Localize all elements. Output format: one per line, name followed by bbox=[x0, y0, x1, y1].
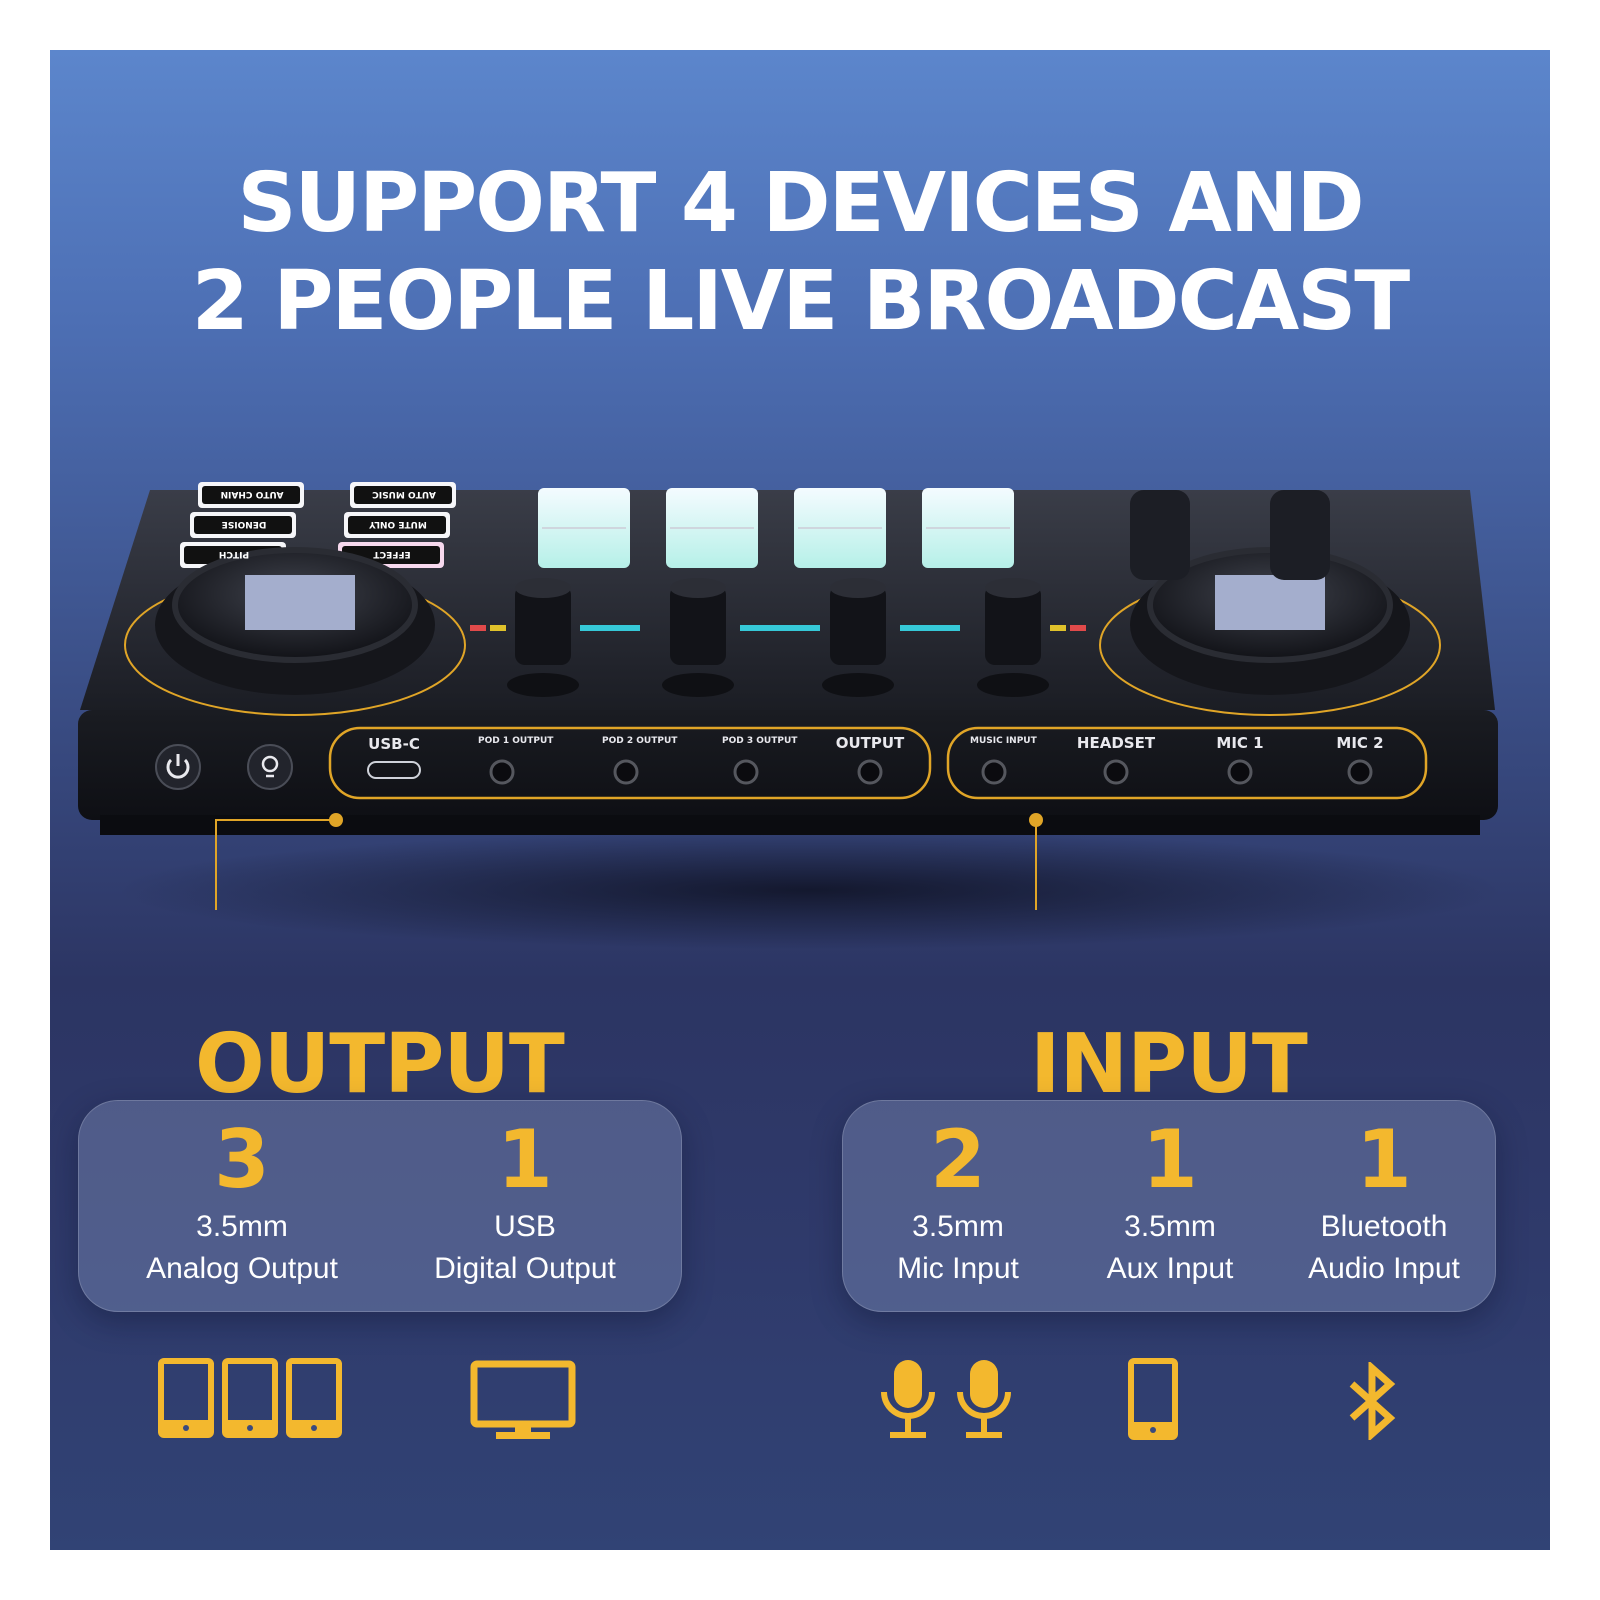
pad-label-auto-music: AUTO MUSIC bbox=[372, 489, 436, 499]
tablet-icon bbox=[286, 1358, 342, 1438]
output-stat-analog-number: 3 bbox=[214, 1113, 270, 1206]
left-jog-wheel bbox=[124, 547, 466, 716]
pad-label-pitch: PITCH bbox=[218, 549, 250, 559]
port-label-output: OUTPUT bbox=[835, 734, 905, 752]
pad-label-auto-chain: AUTO CHAIN bbox=[220, 489, 284, 499]
port-label-mic2: MIC 2 bbox=[1336, 734, 1384, 752]
sound-pads bbox=[538, 488, 1014, 568]
headline-line-2: 2 PEOPLE LIVE BROADCAST bbox=[191, 254, 1410, 349]
pad-label-effect: EFFECT bbox=[373, 549, 411, 559]
callout-lines bbox=[215, 813, 1043, 910]
port-label-pod3-output: POD 3 OUTPUT bbox=[722, 736, 798, 746]
port-label-mic1: MIC 1 bbox=[1216, 734, 1264, 752]
output-stat-usb-line1: USB bbox=[494, 1210, 556, 1243]
input-stat-bluetooth-line2: Audio Input bbox=[1308, 1252, 1460, 1285]
input-stat-bluetooth: 1 Bluetooth Audio Input bbox=[1274, 1114, 1494, 1290]
audio-mixer-device: AUTO CHAIN DENOISE PITCH AUTO MUSIC MUTE… bbox=[50, 410, 1550, 950]
port-label-music-input: MUSIC INPUT bbox=[970, 736, 1037, 746]
input-stat-mic-line2: Mic Input bbox=[897, 1252, 1019, 1285]
gain-knobs bbox=[507, 578, 1049, 697]
output-stat-analog-line2: Analog Output bbox=[146, 1252, 338, 1285]
monitor-icon bbox=[470, 1360, 576, 1439]
input-stat-bluetooth-number: 1 bbox=[1356, 1113, 1412, 1206]
right-jog-wheel bbox=[1099, 547, 1441, 716]
port-frames bbox=[328, 726, 1428, 800]
input-stat-aux-number: 1 bbox=[1142, 1113, 1198, 1206]
faders bbox=[1130, 490, 1330, 580]
input-title: INPUT bbox=[1030, 1017, 1308, 1112]
output-stat-usb-line2: Digital Output bbox=[434, 1252, 616, 1285]
output-stat-usb: 1 USB Digital Output bbox=[395, 1114, 655, 1290]
device-illustration bbox=[78, 482, 1498, 910]
pad-label-denoise: DENOISE bbox=[221, 519, 267, 529]
output-stat-analog: 3 3.5mm Analog Output bbox=[112, 1114, 372, 1290]
pad-label-mute-only: MUTE ONLY bbox=[369, 519, 427, 529]
microphone-icon bbox=[957, 1360, 1011, 1438]
product-panel: SUPPORT 4 DEVICES AND 2 PEOPLE LIVE BROA… bbox=[50, 50, 1550, 1550]
port-label-headset: HEADSET bbox=[1076, 734, 1156, 752]
light-icon[interactable] bbox=[247, 744, 293, 790]
phone-icon bbox=[1128, 1358, 1178, 1440]
tablet-icon bbox=[222, 1358, 278, 1438]
input-stat-aux: 1 3.5mm Aux Input bbox=[1070, 1114, 1270, 1290]
headline: SUPPORT 4 DEVICES AND 2 PEOPLE LIVE BROA… bbox=[50, 155, 1550, 351]
jacks bbox=[367, 759, 1373, 785]
bluetooth-icon bbox=[1349, 1362, 1396, 1440]
port-label-usb-c: USB-C bbox=[368, 735, 420, 753]
output-stat-usb-number: 1 bbox=[497, 1113, 553, 1206]
output-stats-box bbox=[78, 1100, 682, 1312]
device-shadow bbox=[110, 830, 1510, 950]
input-stat-bluetooth-line1: Bluetooth bbox=[1320, 1210, 1448, 1243]
port-label-pod1-output: POD 1 OUTPUT bbox=[478, 736, 554, 746]
microphone-icon bbox=[881, 1360, 935, 1438]
power-icon[interactable] bbox=[155, 744, 201, 790]
port-label-pod2-output: POD 2 OUTPUT bbox=[602, 736, 678, 746]
output-title: OUTPUT bbox=[195, 1017, 565, 1112]
input-stat-mic: 2 3.5mm Mic Input bbox=[858, 1114, 1058, 1290]
output-stat-analog-line1: 3.5mm bbox=[196, 1210, 288, 1243]
headline-line-1: SUPPORT 4 DEVICES AND bbox=[237, 156, 1364, 251]
input-stat-aux-line2: Aux Input bbox=[1106, 1252, 1234, 1285]
tablet-icon bbox=[158, 1358, 214, 1438]
input-stat-mic-line1: 3.5mm bbox=[912, 1210, 1004, 1243]
input-stat-mic-number: 2 bbox=[930, 1113, 986, 1206]
level-meters bbox=[470, 625, 1086, 631]
input-stats-box bbox=[842, 1100, 1496, 1312]
input-stat-aux-line1: 3.5mm bbox=[1124, 1210, 1216, 1243]
